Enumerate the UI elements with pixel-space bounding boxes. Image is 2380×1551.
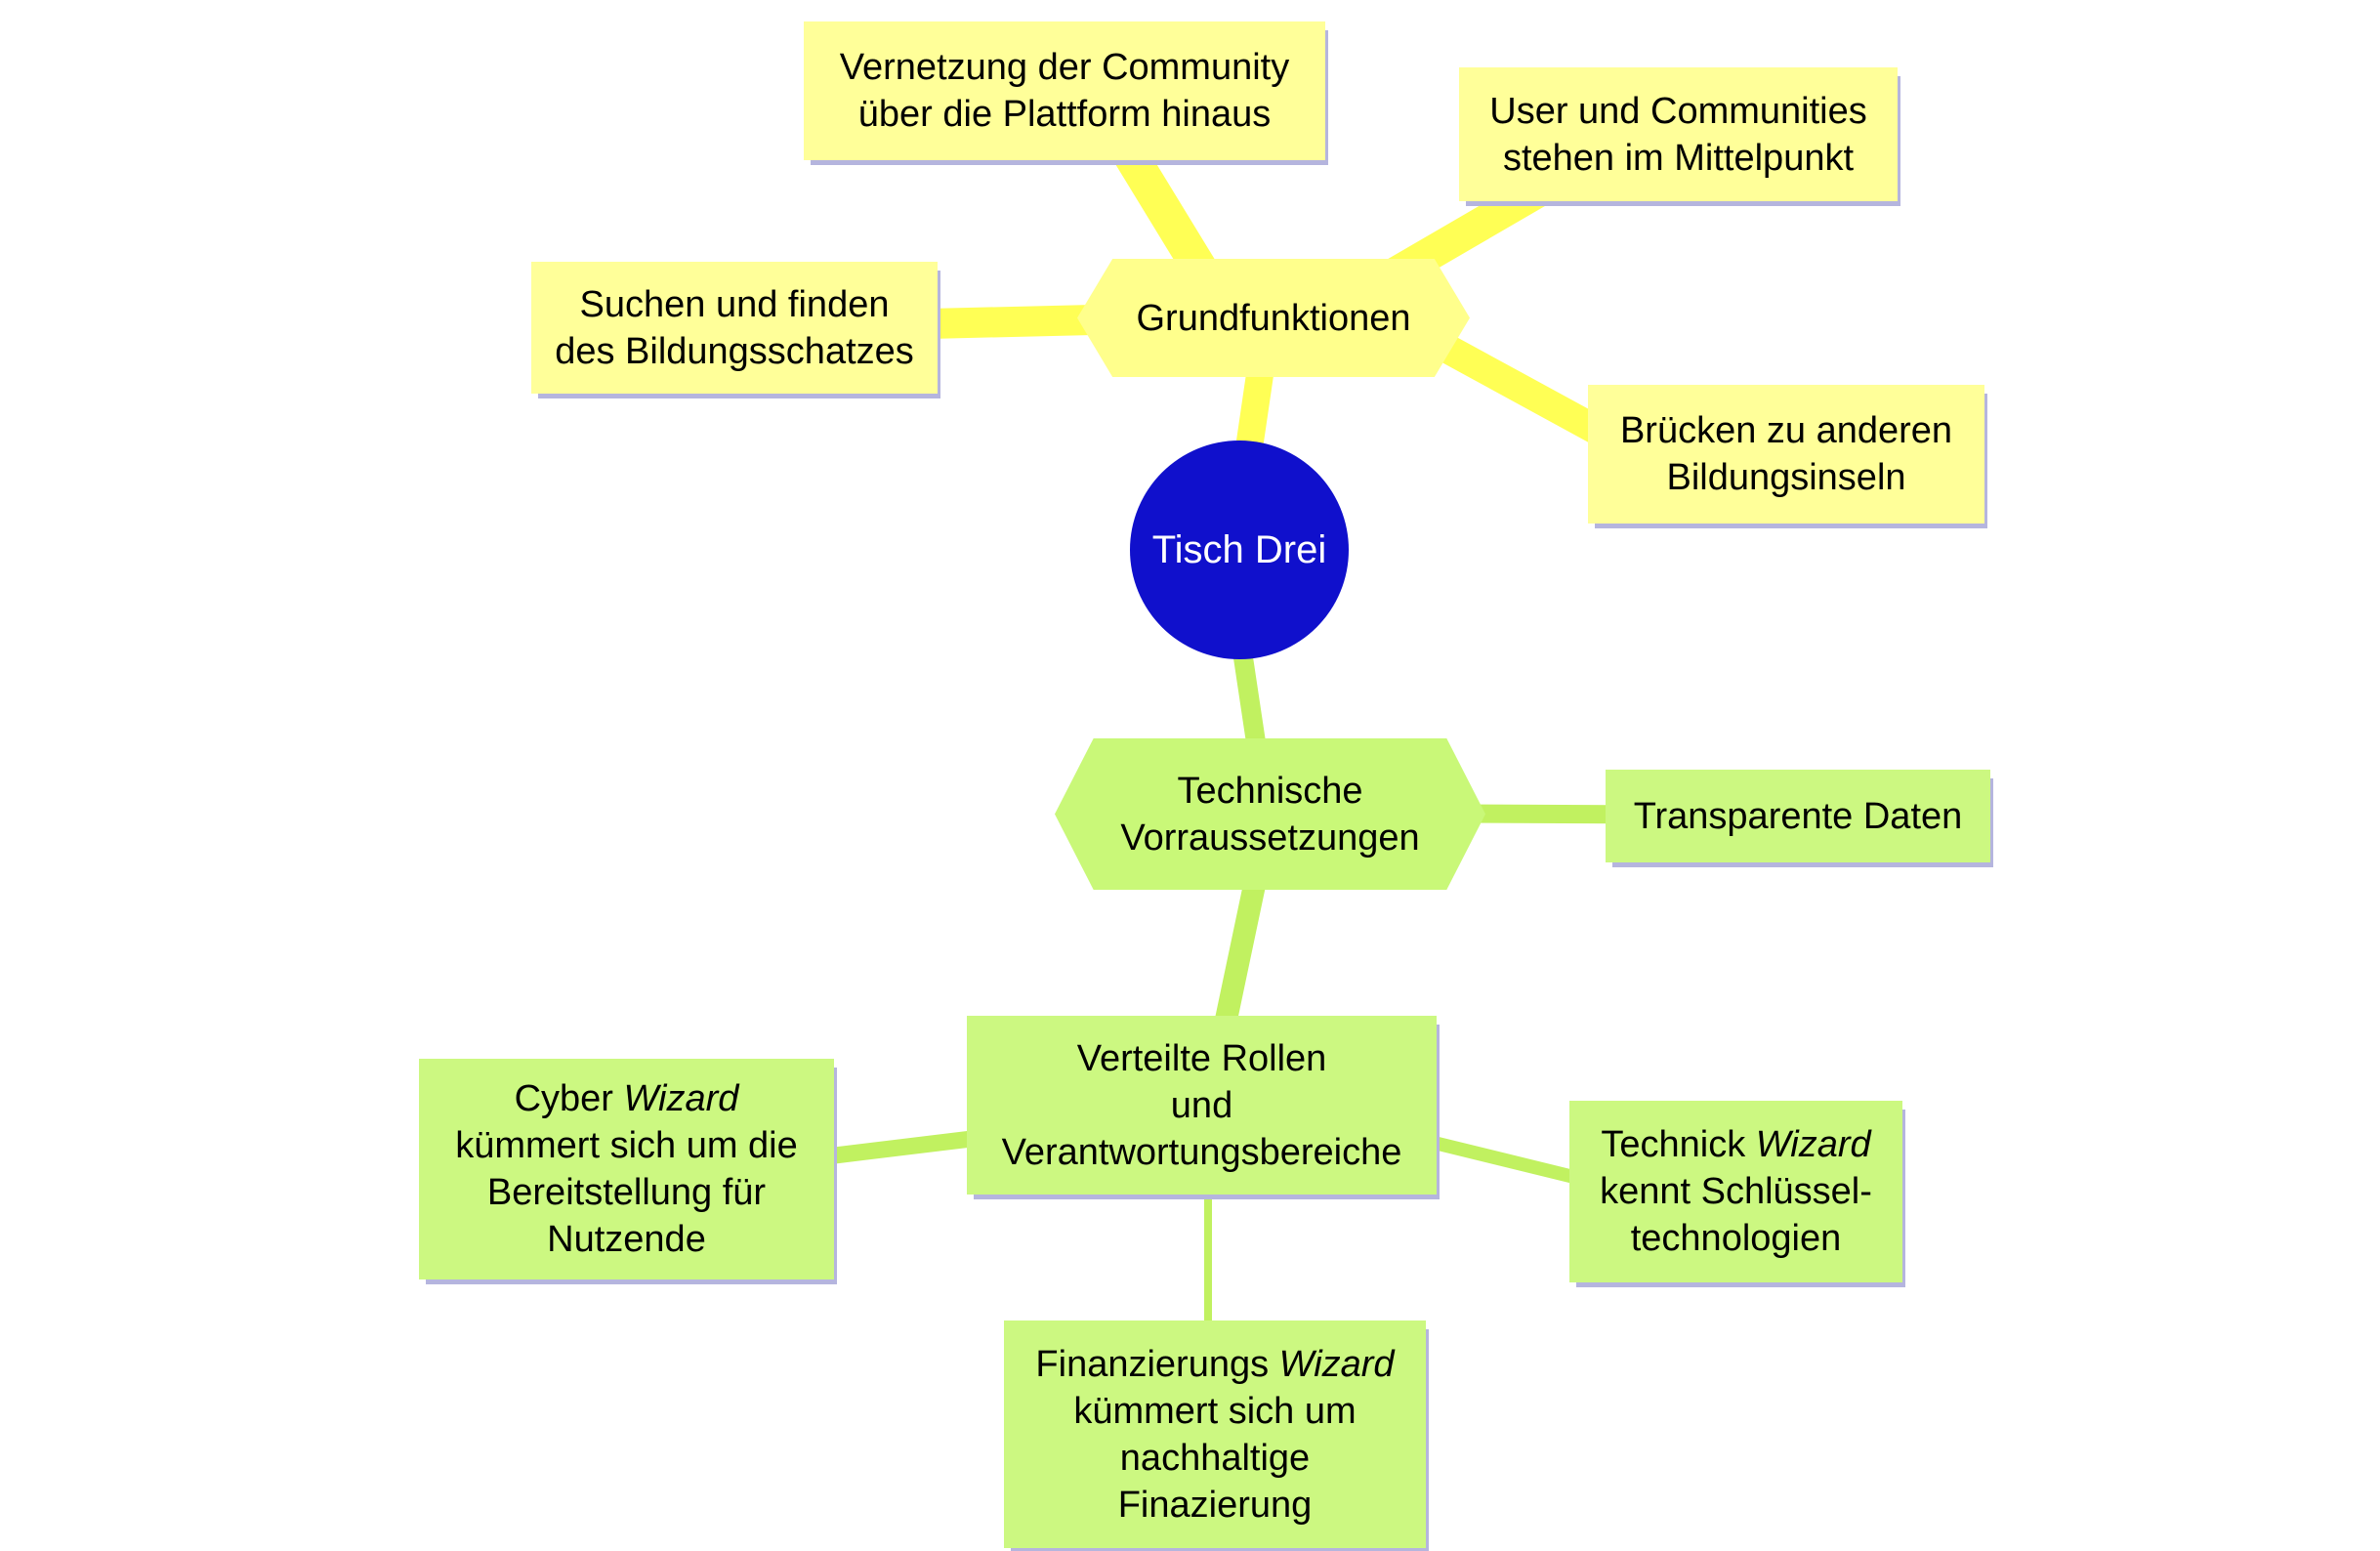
node-text-line: Nutzende: [547, 1219, 706, 1260]
node-finanzierungs-wizard[interactable]: Finanzierungs Wizard kümmert sich um nac…: [1004, 1320, 1426, 1548]
node-root-tisch-drei[interactable]: Tisch Drei: [1130, 440, 1349, 659]
node-transparente-daten[interactable]: Transparente Daten: [1606, 770, 1990, 862]
node-text-line: Suchen und finden: [579, 283, 890, 325]
node-text-segment: Finanzierungs: [1035, 1343, 1279, 1385]
node-text-line: User und Communities: [1489, 90, 1867, 132]
node-text-segment: Cyber: [514, 1078, 624, 1119]
node-text-line: nachhaltige: [1119, 1437, 1311, 1479]
node-text-line: Bildungsinseln: [1666, 457, 1906, 498]
node-text-segment-italic: Wizard: [1755, 1124, 1871, 1165]
node-text-segment: Technick: [1601, 1124, 1756, 1165]
node-text-line: Vernetzung der Community: [839, 47, 1290, 88]
node-text-line: Vorraussetzungen: [1120, 817, 1420, 859]
node-text-line: über die Plattform hinaus: [857, 94, 1272, 135]
node-text-line: kennt Schlüssel-: [1600, 1171, 1872, 1212]
node-text-line: Cyber Wizard: [515, 1075, 739, 1122]
edge-verteilte-technick: [1404, 1129, 1604, 1191]
node-text-line: Bereitstellung für: [486, 1172, 767, 1213]
node-user-communities[interactable]: User und Communities stehen im Mittelpun…: [1459, 67, 1898, 201]
node-text-segment-italic: Wizard: [1278, 1343, 1395, 1385]
edge-technische-verteilte: [1209, 857, 1272, 1048]
node-text-line: und: [1170, 1084, 1233, 1126]
node-technische-vorraussetzungen[interactable]: Technische Vorraussetzungen: [1055, 738, 1485, 890]
node-text-line: technologien: [1630, 1218, 1842, 1259]
node-suchen-finden[interactable]: Suchen und finden des Bildungsschatzes: [531, 262, 938, 394]
node-text-line: stehen im Mittelpunkt: [1502, 137, 1855, 179]
node-cyber-wizard[interactable]: Cyber Wizard kümmert sich um die Bereits…: [419, 1059, 834, 1279]
node-text-line: des Bildungsschatzes: [555, 330, 914, 372]
node-text-line: Technische: [1177, 770, 1363, 812]
edge-verteilte-cyber: [809, 1127, 998, 1167]
node-text-line: Verteilte Rollen: [1076, 1037, 1327, 1079]
node-bruecken[interactable]: Brücken zu anderen Bildungsinseln: [1588, 385, 1984, 524]
node-text-line: Brücken zu anderen: [1619, 410, 1953, 451]
node-text-line: Tisch Drei: [1151, 528, 1327, 571]
node-text-line: Transparente Daten: [1633, 795, 1963, 837]
node-text-line: kümmert sich um: [1073, 1390, 1357, 1432]
node-text-line: Finazierung: [1117, 1484, 1313, 1526]
node-text-line: Grundfunktionen: [1136, 297, 1411, 339]
node-text-line: Verantwortungsbereiche: [1001, 1131, 1402, 1173]
node-text-line: Technick Wizard: [1601, 1121, 1870, 1168]
node-grundfunktionen[interactable]: Grundfunktionen: [1077, 259, 1470, 377]
node-technick-wizard[interactable]: Technick Wizard kennt Schlüssel- technol…: [1569, 1101, 1902, 1282]
node-verteilte-rollen[interactable]: Verteilte Rollen und Verantwortungsberei…: [967, 1016, 1437, 1195]
node-text-segment-italic: Wizard: [623, 1078, 739, 1119]
node-text-line: Finanzierungs Wizard: [1035, 1341, 1394, 1388]
node-vernetzung-community[interactable]: Vernetzung der Community über die Plattf…: [804, 21, 1325, 160]
node-text-line: kümmert sich um die: [455, 1125, 798, 1166]
